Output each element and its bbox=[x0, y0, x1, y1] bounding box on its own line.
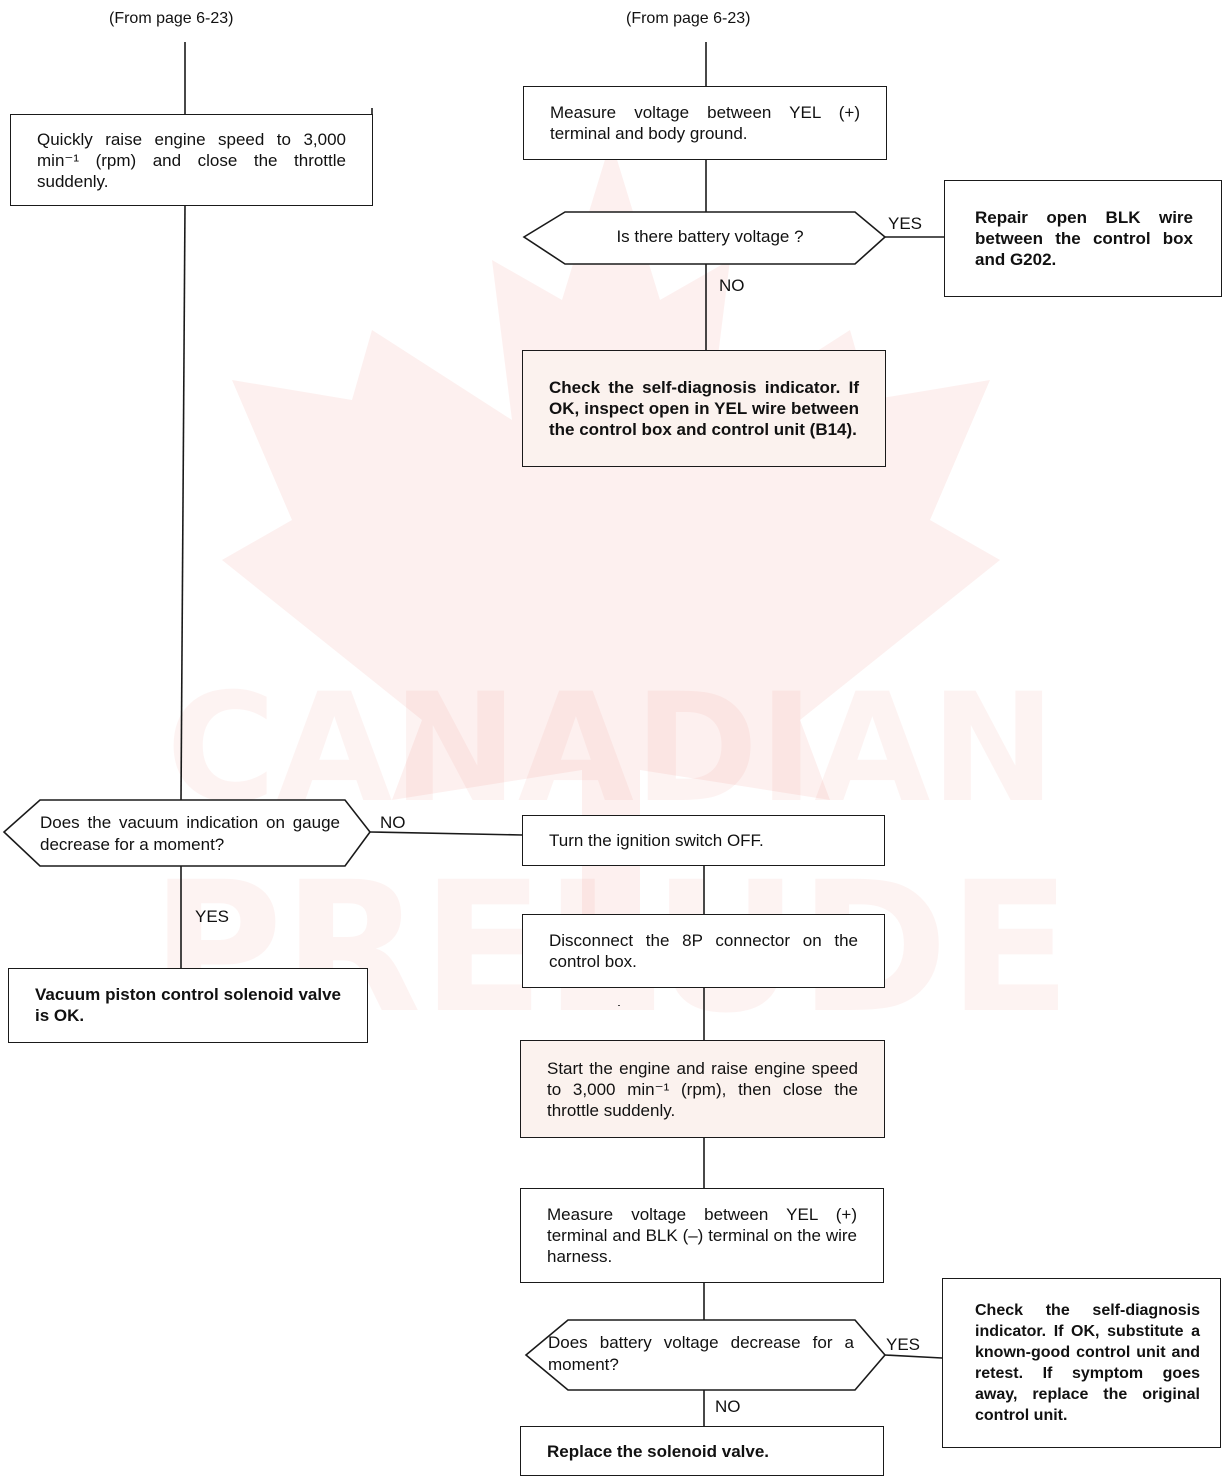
battery-no-label: NO bbox=[719, 276, 745, 295]
step-start-engine-text: Start the engine and raise engine speed … bbox=[547, 1058, 858, 1120]
question-battery-voltage-text: Is there battery voltage ? bbox=[616, 227, 804, 246]
action-repair-blk-wire: Repair open BLK wire between the control… bbox=[944, 180, 1222, 297]
step-ignition-off-text: Turn the ignition switch OFF. bbox=[549, 831, 764, 850]
step-measure-yel-blk-text: Measure voltage between YEL (+) terminal… bbox=[547, 1205, 857, 1266]
action-repair-blk-wire-text: Repair open BLK wire between the control… bbox=[975, 208, 1193, 269]
battery-yes-label: YES bbox=[888, 214, 923, 233]
step-measure-yel-body-text: Measure voltage between YEL (+) terminal… bbox=[550, 103, 860, 143]
question-voltage-decrease-text: Does battery voltage decrease for a mome… bbox=[548, 1333, 854, 1374]
question-vacuum-decrease-text: Does the vacuum indication on gauge decr… bbox=[40, 813, 340, 854]
action-check-self-diagnosis-1: Check the self-diagnosis indicator. If O… bbox=[522, 350, 886, 467]
question-vacuum-decrease: Does the vacuum indication on gauge decr… bbox=[40, 808, 340, 860]
question-voltage-decrease: Does battery voltage decrease for a mome… bbox=[548, 1330, 854, 1378]
step-disconnect-8p-text: Disconnect the 8P connector on the contr… bbox=[549, 931, 858, 971]
question-battery-voltage: Is there battery voltage ? bbox=[570, 224, 850, 250]
maple-leaf-icon bbox=[222, 140, 1000, 960]
step-ignition-off: Turn the ignition switch OFF. bbox=[522, 815, 885, 866]
voltage-yes-label: YES bbox=[886, 1335, 921, 1354]
action-replace-solenoid-text: Replace the solenoid valve. bbox=[547, 1441, 770, 1461]
voltage-no-label: NO bbox=[715, 1397, 741, 1416]
vacuum-yes-label: YES bbox=[195, 907, 230, 926]
step-raise-engine-speed-text: Quickly raise engine speed to 3,000 min⁻… bbox=[37, 129, 346, 191]
action-check-self-diagnosis-2-text: Check the self-diagnosis indicator. If O… bbox=[975, 1302, 1200, 1424]
decision-diamond-battery bbox=[522, 211, 887, 265]
decision-diamond-vacuum bbox=[2, 799, 372, 867]
step-measure-yel-body: Measure voltage between YEL (+) terminal… bbox=[523, 86, 887, 160]
result-solenoid-ok-text: Vacuum piston control solenoid valve is … bbox=[35, 985, 341, 1025]
action-check-self-diagnosis-1-text: Check the self-diagnosis indicator. If O… bbox=[549, 378, 859, 439]
from-page-header-right: (From page 6-23) bbox=[626, 10, 751, 27]
vacuum-no-label: NO bbox=[380, 813, 406, 832]
decision-diamond-voltage-drop bbox=[524, 1319, 887, 1391]
step-measure-yel-blk: Measure voltage between YEL (+) terminal… bbox=[520, 1188, 884, 1283]
step-disconnect-8p: Disconnect the 8P connector on the contr… bbox=[522, 914, 885, 988]
action-check-self-diagnosis-2: Check the self-diagnosis indicator. If O… bbox=[942, 1278, 1221, 1448]
step-raise-engine-speed: Quickly raise engine speed to 3,000 min⁻… bbox=[10, 114, 373, 206]
action-replace-solenoid: Replace the solenoid valve. bbox=[520, 1426, 884, 1476]
step-start-engine: Start the engine and raise engine speed … bbox=[520, 1040, 885, 1138]
result-solenoid-ok: Vacuum piston control solenoid valve is … bbox=[8, 968, 368, 1043]
from-page-header-left: (From page 6-23) bbox=[109, 10, 234, 27]
